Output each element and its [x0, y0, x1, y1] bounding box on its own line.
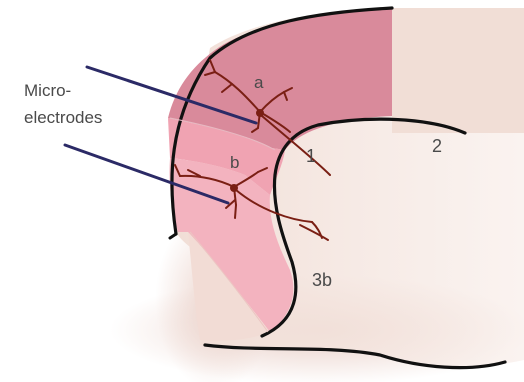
neuron-a-soma: [256, 109, 264, 117]
label-area-3b: 3b: [312, 270, 332, 290]
label-area-1: 1: [306, 146, 316, 166]
label-microelectrodes-line2: electrodes: [24, 108, 102, 127]
label-neuron-b: b: [230, 153, 239, 172]
label-area-2: 2: [432, 136, 442, 156]
neuron-b-soma: [230, 184, 238, 192]
cortex-surface-right-fill: [392, 8, 524, 133]
label-microelectrodes-line1: Micro-: [24, 81, 71, 100]
label-neuron-a: a: [254, 73, 264, 92]
